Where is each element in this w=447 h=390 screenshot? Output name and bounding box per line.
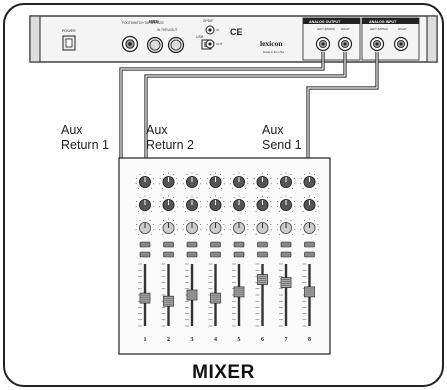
output-left-label: LEFT (MONO) [317, 27, 335, 31]
channel-number: 2 [167, 337, 170, 343]
solo-button-icon [257, 251, 268, 258]
solo-button-icon [304, 251, 315, 258]
aux-return-1-line-1: Aux [61, 123, 83, 137]
fader-slot [284, 264, 288, 326]
brand-tagline: Made in the USA [263, 50, 284, 54]
channel-number: 7 [285, 337, 288, 343]
mute-button-icon [280, 241, 292, 248]
output-right-label: RIGHT [341, 27, 350, 31]
aux-send-1-line-1: Aux [262, 123, 284, 137]
fader-cap [233, 286, 245, 298]
fader-cap [186, 289, 198, 301]
mute-button-icon [163, 241, 174, 248]
ce-mark: CE [230, 27, 243, 37]
spdif-in-label: IN [216, 28, 219, 32]
channel-number: 6 [261, 337, 264, 343]
aux-send-1-label: Aux Send 1 [262, 123, 302, 153]
midi-sublabel: IN THRU/OUT [157, 28, 178, 32]
channel-number: 8 [308, 337, 311, 343]
solo-button-icon [139, 251, 151, 258]
brand-logo: lexicon [260, 39, 283, 48]
channel-number: 1 [144, 337, 147, 343]
rear-panel-rack-left [29, 15, 41, 63]
solo-button-icon [210, 251, 221, 258]
channel-number: 5 [238, 337, 241, 343]
input-right-label: RIGHT [398, 27, 407, 31]
fader-cap [139, 292, 151, 304]
mute-button-icon [139, 241, 151, 248]
solo-button-icon [280, 251, 292, 258]
fader-cap [257, 274, 268, 285]
mute-button-icon [304, 241, 315, 248]
aux-return-1-label: Aux Return 1 [61, 123, 109, 153]
solo-button-icon [163, 251, 174, 258]
fader-slot [261, 264, 264, 326]
aux-return-2-label: Aux Return 2 [146, 123, 194, 153]
cable-aux-send-1-inner [307, 52, 378, 158]
fader-cap [163, 295, 174, 307]
mixer-channel-strips: 1 2 3 4 5 6 7 8 [135, 172, 319, 343]
analog-output-label: ANALOG OUTPUT [309, 20, 341, 24]
mute-button-icon [233, 241, 245, 248]
mute-button-icon [210, 241, 221, 248]
fader-cap [304, 286, 315, 298]
spdif-label: SPDIF [203, 19, 214, 23]
usb-label: USB [196, 35, 204, 39]
aux-send-1-line-2: Send 1 [262, 138, 302, 152]
mixer-body [118, 157, 331, 355]
fader-slot [167, 264, 170, 326]
analog-input-label: ANALOG INPUT [369, 20, 397, 24]
rear-panel-rack-right [426, 15, 438, 63]
mute-button-icon [257, 241, 268, 248]
aux-return-2-line-2: Return 2 [146, 138, 194, 152]
input-left-label: LEFT (MONO) [370, 27, 388, 31]
cable-aux-return-2-inner [145, 52, 346, 158]
mixer-title: MIXER [192, 362, 255, 383]
spdif-out-label: OUT [216, 42, 223, 46]
aux-return-2-line-1: Aux [146, 123, 168, 137]
midi-label: MIDI [149, 19, 159, 24]
cable-aux-return-1-inner [120, 52, 324, 158]
rear-panel: POWER FOOTSWITCH TAP/BYPASS MIDI IN THRU… [29, 15, 438, 63]
fader-cap [280, 277, 292, 288]
solo-button-icon [186, 251, 198, 258]
mute-button-icon [186, 241, 198, 248]
footswitch-label: FOOTSWITCH TAP/BYPASS [122, 21, 164, 25]
channel-number: 3 [191, 337, 194, 343]
power-label: POWER [62, 29, 76, 33]
fader-cap [210, 292, 221, 304]
aux-return-1-line-2: Return 1 [61, 138, 109, 152]
solo-button-icon [233, 251, 245, 258]
channel-number: 4 [214, 337, 217, 343]
